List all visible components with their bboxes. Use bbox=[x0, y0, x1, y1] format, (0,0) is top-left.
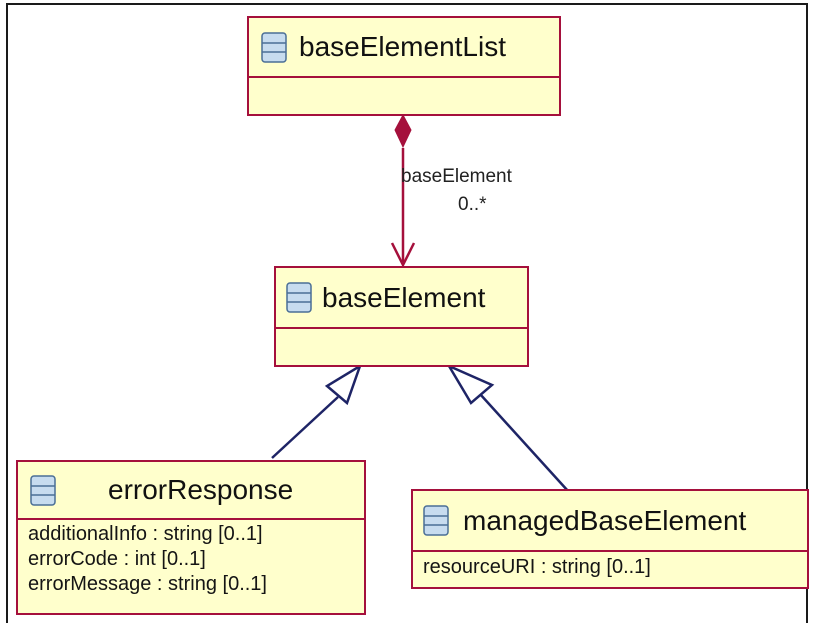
class-name: managedBaseElement bbox=[463, 504, 747, 536]
association-multiplicity-label: 0..* bbox=[458, 194, 487, 215]
class-icon bbox=[261, 31, 287, 63]
class-attribute: additionalInfo : string [0..1] bbox=[28, 523, 263, 545]
class-managed-base-element[interactable]: managedBaseElement resourceURI : string … bbox=[411, 489, 809, 589]
class-icon bbox=[30, 474, 56, 506]
class-error-response[interactable]: errorResponse additionalInfo : string [0… bbox=[16, 460, 366, 615]
class-base-element[interactable]: baseElement bbox=[274, 266, 529, 367]
composition-diamond bbox=[394, 113, 412, 149]
generalization-line bbox=[479, 393, 569, 492]
class-name: baseElement bbox=[322, 281, 486, 313]
composition-connector[interactable] bbox=[390, 113, 416, 268]
class-header: errorResponse bbox=[18, 462, 364, 520]
class-attribute: errorMessage : string [0..1] bbox=[28, 573, 267, 595]
class-name: errorResponse bbox=[108, 474, 294, 505]
class-attribute: errorCode : int [0..1] bbox=[28, 548, 206, 570]
generalization-connector-error-response[interactable] bbox=[271, 363, 363, 459]
class-header: baseElement bbox=[276, 268, 527, 329]
class-attributes-compartment: additionalInfo : string [0..1] errorCode… bbox=[18, 520, 364, 597]
class-header: baseElementList bbox=[249, 18, 559, 78]
generalization-triangle bbox=[445, 363, 495, 405]
navigability-arrowhead bbox=[390, 242, 416, 268]
class-attributes-compartment bbox=[276, 329, 527, 331]
generalization-line bbox=[271, 396, 339, 459]
class-attributes-compartment bbox=[249, 78, 559, 80]
class-attribute: resourceURI : string [0..1] bbox=[423, 556, 651, 578]
generalization-triangle bbox=[324, 363, 363, 406]
class-name: baseElementList bbox=[299, 31, 507, 62]
generalization-connector-managed-base-element[interactable] bbox=[445, 363, 569, 492]
class-base-element-list[interactable]: baseElementList bbox=[247, 16, 561, 116]
class-icon bbox=[286, 282, 312, 313]
class-icon bbox=[423, 505, 449, 536]
association-role-label: baseElement bbox=[401, 166, 512, 187]
class-attributes-compartment: resourceURI : string [0..1] bbox=[413, 552, 807, 580]
diagram-frame bbox=[6, 3, 808, 623]
class-header: managedBaseElement bbox=[413, 491, 807, 552]
